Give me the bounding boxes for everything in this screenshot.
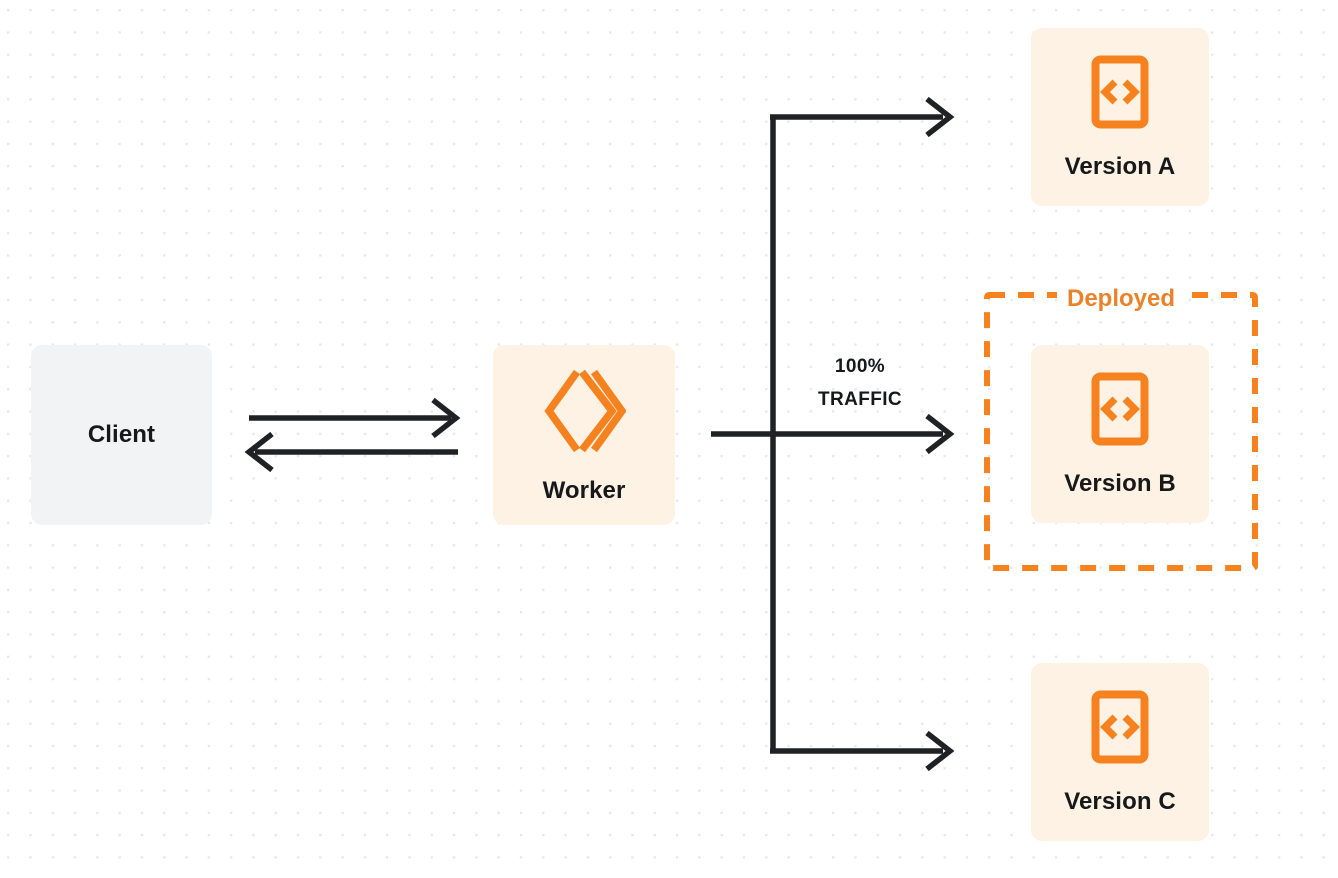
- traffic-percent: 100%: [834, 356, 886, 377]
- code-file-icon: [1091, 55, 1149, 134]
- code-file-icon: [1091, 372, 1149, 451]
- node-worker[interactable]: Worker: [493, 345, 675, 525]
- deployed-group-label: Deployed: [1056, 287, 1186, 311]
- traffic-label: 100% TRAFFIC: [785, 350, 935, 416]
- edge-client-to-worker-arrowhead: [431, 397, 461, 439]
- deployed-group: Deployed: [984, 287, 1258, 571]
- cloudflare-workers-logo-icon: [542, 368, 627, 459]
- node-worker-label: Worker: [542, 476, 626, 504]
- node-version-b[interactable]: Version B: [1031, 345, 1209, 523]
- edge-worker-to-version-b: [711, 413, 955, 455]
- node-version-b-label: Version B: [1064, 470, 1176, 497]
- node-client[interactable]: Client: [31, 345, 212, 525]
- deployed-group-border-dashed: [984, 292, 1258, 571]
- node-version-c[interactable]: Version C: [1031, 663, 1209, 841]
- node-version-c-label: Version C: [1064, 788, 1176, 815]
- code-file-icon: [1091, 690, 1149, 769]
- edge-worker-to-client-arrowhead: [244, 431, 274, 473]
- edge-worker-to-version-c: [770, 730, 955, 772]
- edge-worker-to-version-c-arrowhead: [925, 730, 955, 772]
- edge-worker-to-version-a: [770, 96, 955, 138]
- edge-client-to-worker: [249, 397, 461, 439]
- node-version-a[interactable]: Version A: [1031, 28, 1209, 206]
- edge-worker-to-client: [244, 431, 458, 473]
- node-version-a-label: Version A: [1064, 153, 1176, 180]
- edge-worker-to-version-b-arrowhead: [925, 413, 955, 455]
- node-client-label: Client: [87, 421, 156, 448]
- edge-worker-to-version-a-arrowhead: [925, 96, 955, 138]
- traffic-word: TRAFFIC: [817, 389, 903, 410]
